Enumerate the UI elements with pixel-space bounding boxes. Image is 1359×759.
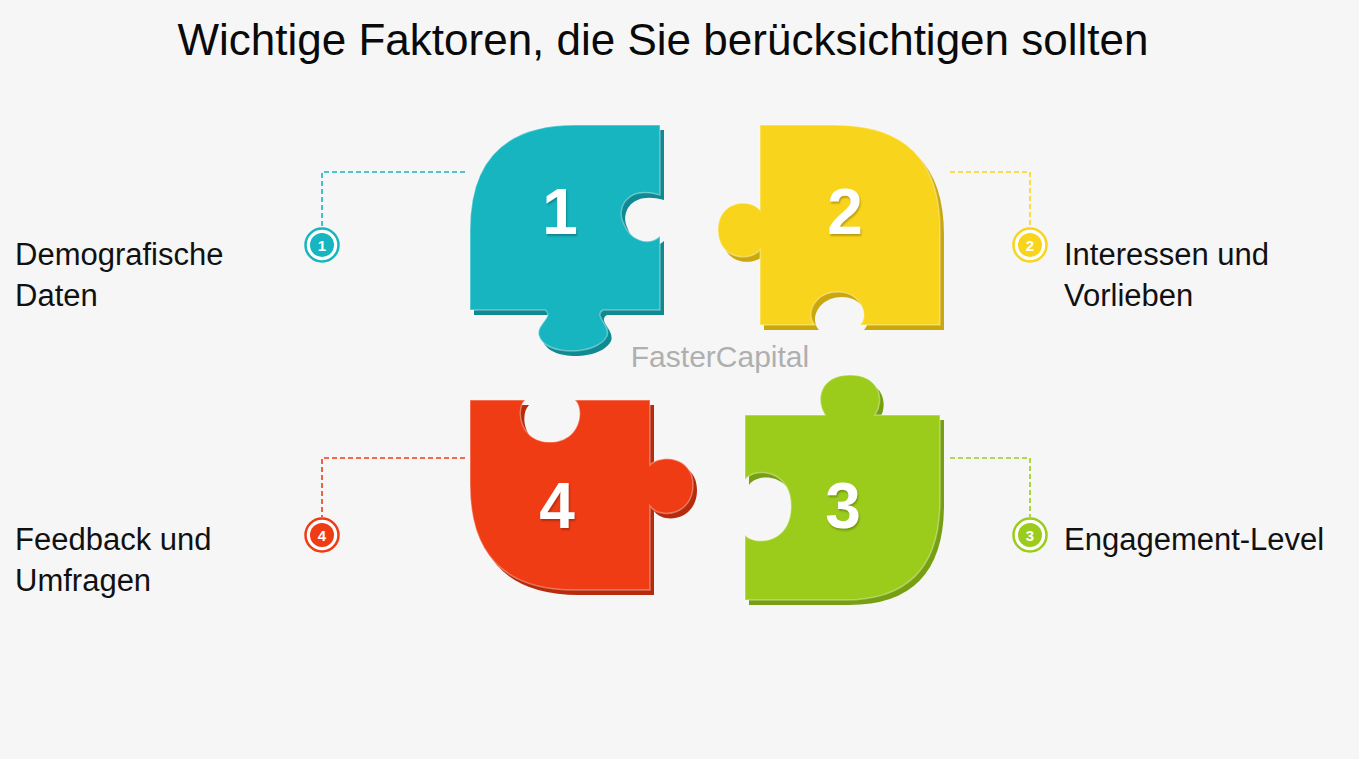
callout-circle: 2 [1012, 227, 1048, 263]
callout-fill [310, 523, 334, 547]
callout-number: 1 [318, 238, 326, 253]
puzzle-piece: 3 [735, 370, 950, 605]
callout-ring-outline [306, 519, 339, 552]
leader-line [950, 172, 1030, 227]
factor-label: Engagement-Level [1064, 519, 1354, 560]
factor-label: Demografische Daten [15, 234, 295, 316]
callout-number: 4 [318, 528, 326, 543]
diagram-title: Wichtige Faktoren, die Sie berücksichtig… [0, 14, 1326, 66]
callout-fill [310, 233, 334, 257]
leader-line [322, 172, 465, 227]
puzzle-piece: 2 [710, 120, 950, 335]
callout-number: 2 [1026, 238, 1034, 253]
callout-circle: 3 [1012, 517, 1048, 553]
piece-number: 2 [827, 180, 863, 244]
puzzle-face [470, 400, 693, 590]
leader-line [950, 458, 1030, 517]
piece-number: 3 [825, 474, 861, 538]
callout-fill [1018, 233, 1042, 257]
callout-ring-outline [1014, 229, 1047, 262]
callout-circle: 4 [304, 517, 340, 553]
puzzle-face [745, 375, 940, 600]
watermark: FasterCapital [560, 340, 880, 374]
callout-ring-outline [306, 229, 339, 262]
callout-ring-outline [1014, 519, 1047, 552]
puzzle-shape [465, 120, 700, 360]
leader-line [322, 458, 465, 517]
callout-circle: 1 [304, 227, 340, 263]
piece-number: 4 [539, 474, 575, 538]
factor-label: Interessen und Vorlieben [1064, 234, 1349, 316]
puzzle-shape [465, 390, 700, 600]
puzzle-face [470, 125, 660, 351]
callout-fill [1018, 523, 1042, 547]
puzzle-face [718, 125, 940, 325]
puzzle-piece: 4 [465, 390, 700, 600]
factor-label: Feedback und Umfragen [15, 519, 295, 601]
puzzle-piece: 1 [465, 120, 700, 360]
callout-number: 3 [1026, 528, 1034, 543]
piece-number: 1 [542, 180, 578, 244]
